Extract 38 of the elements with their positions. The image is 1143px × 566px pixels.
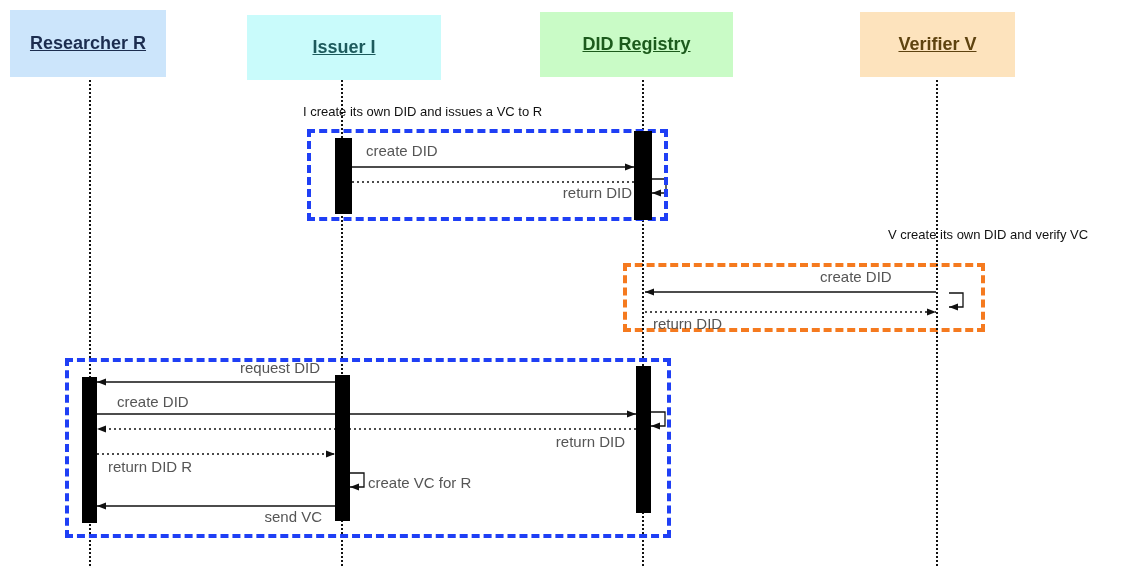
participant-header — [860, 12, 1015, 77]
message-arrow — [96, 502, 336, 510]
participant-header — [247, 15, 441, 80]
message-arrow — [644, 288, 937, 296]
edge-label: create VC for R — [368, 475, 472, 490]
participant-name: Verifier V — [898, 34, 977, 55]
edge-label: return DID R — [108, 459, 193, 474]
self-message-arrow — [948, 292, 964, 311]
frame-caption: I create its own DID and issues a VC to R — [303, 104, 543, 119]
participant-name: Researcher R — [29, 33, 147, 54]
edge-label: return DID — [562, 185, 632, 200]
edge-label: return DID — [653, 316, 723, 331]
edge-label: create DID — [820, 269, 892, 284]
participant-header — [540, 12, 733, 77]
participant-name: Issuer I — [312, 37, 376, 58]
edge-label: create DID — [117, 394, 189, 409]
activation-bar — [634, 131, 652, 220]
return-message-arrow — [644, 308, 937, 316]
activation-bar — [82, 377, 97, 523]
edge-label: request DID — [239, 360, 320, 375]
frame-caption: V create its own DID and verify VC — [888, 227, 1089, 242]
edge-label: send VC — [264, 509, 322, 524]
message-arrow — [351, 163, 635, 171]
participant-name: DID Registry — [582, 34, 691, 55]
return-message-arrow — [96, 450, 336, 458]
self-message-arrow — [650, 411, 666, 430]
participant-header — [10, 10, 166, 77]
lifeline — [936, 80, 939, 566]
group-frame — [65, 358, 671, 538]
self-message-arrow — [349, 472, 365, 491]
edge-label: return DID — [555, 434, 625, 449]
return-message-arrow — [96, 425, 637, 433]
message-arrow — [96, 378, 336, 386]
activation-bar — [335, 138, 352, 214]
activation-bar — [636, 366, 651, 513]
activation-bar — [335, 375, 350, 521]
message-arrow — [96, 410, 637, 418]
edge-label: create DID — [366, 143, 438, 158]
